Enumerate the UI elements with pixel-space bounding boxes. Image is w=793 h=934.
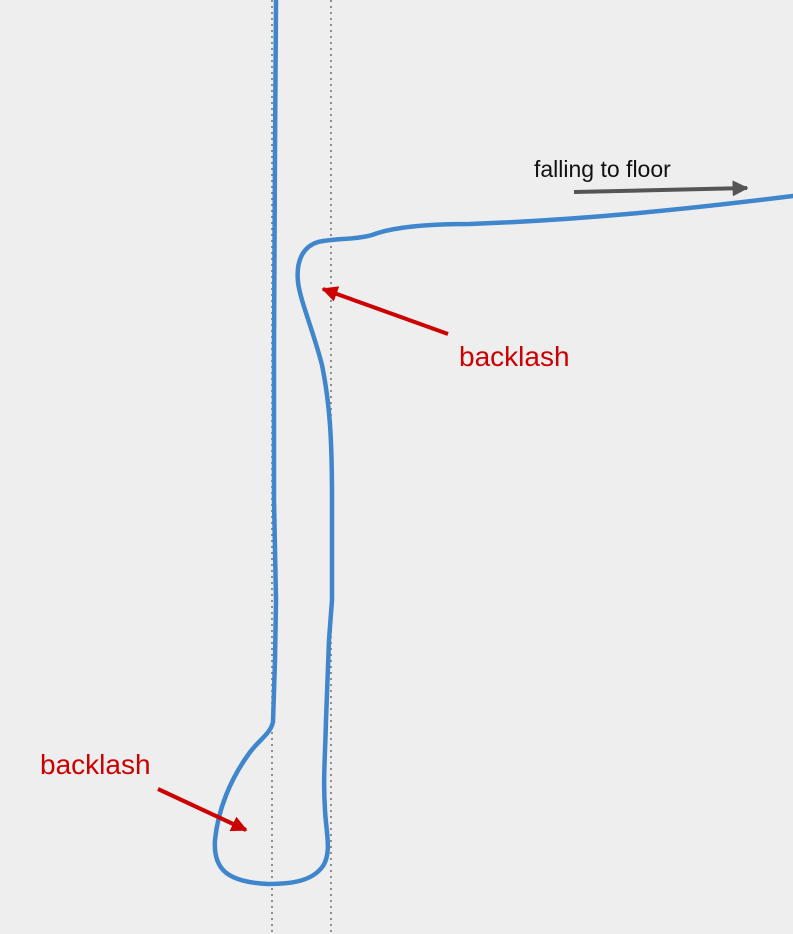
backlash-upper-arrow [321,286,449,336]
falling-arrow [573,180,749,197]
motion-trace [212,0,793,887]
backlash-lower-label: backlash [40,749,151,780]
backlash-upper-label: backlash [459,341,570,372]
falling-to-floor-label: falling to floor [534,156,671,182]
backlash-lower-arrow [157,787,248,832]
